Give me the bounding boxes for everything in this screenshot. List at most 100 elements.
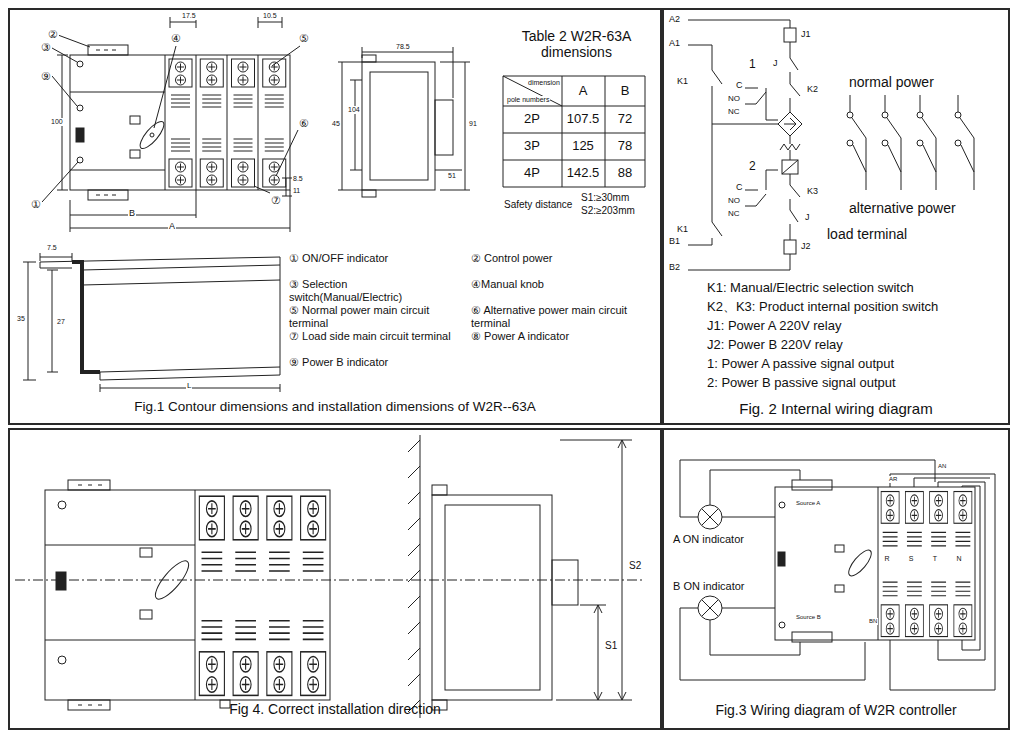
part-list-item: ④Manual knob — [470, 278, 652, 291]
wiring-label: AN — [937, 463, 947, 470]
fig1-drawing-part — [136, 118, 167, 152]
fig1-drawing-part — [40, 257, 280, 380]
wiring-label: normal power — [848, 74, 935, 90]
table-cell: 125 — [571, 139, 595, 154]
note-text: S1:≥30mm — [580, 192, 630, 204]
fig2-wiring-part — [790, 150, 791, 160]
figure-panel: Fig 4. Correct installation direction — [8, 428, 662, 730]
wiring-label: 1 — [748, 58, 757, 72]
dimension-text: L — [186, 381, 192, 390]
wiring-label: J — [772, 58, 779, 68]
table-cell: 2P — [523, 112, 541, 127]
fig1-drawing-part — [130, 116, 140, 124]
fig2-wiring-part — [955, 140, 961, 146]
fig4-drawing-part — [432, 485, 447, 495]
fig4-drawing-part — [15, 580, 645, 581]
fig3-wiring-part — [835, 545, 844, 552]
fig2-wiring-part — [784, 118, 796, 144]
fig1-drawing-part — [362, 190, 376, 197]
fig3-wiring-part — [835, 585, 844, 592]
fig4-drawing-part — [45, 490, 330, 700]
dimension-text: 8.5 — [292, 175, 304, 183]
dimension-text: 78.5 — [395, 43, 411, 51]
callout-number: ④ — [170, 32, 182, 45]
fig3-wiring-part — [702, 600, 718, 616]
fig4-drawing-part — [78, 485, 102, 705]
fig4-drawing-part — [445, 505, 540, 690]
table-cell: 72 — [617, 112, 633, 127]
wiring-label: K2 — [806, 84, 819, 94]
dimension-text: 91 — [468, 120, 478, 128]
callout-number: ⑤ — [298, 32, 310, 45]
table-cell: 78 — [617, 139, 633, 154]
figure-panel: Fig.3 Wiring diagram of W2R controller — [662, 428, 1010, 730]
wiring-label: A2 — [668, 14, 681, 24]
note-text: J2: Power B 220V relay — [706, 338, 844, 353]
fig2-wiring — [688, 20, 974, 270]
table-cell: A — [578, 84, 589, 99]
fig1-drawing-part — [70, 55, 258, 190]
wiring-label: J2 — [800, 241, 812, 251]
fig2-wiring-part — [882, 140, 888, 146]
fig3-wiring-part — [905, 492, 923, 637]
fig3-wiring-part — [680, 608, 865, 680]
wiring-label: NO — [727, 94, 741, 103]
dimension-text: S1 — [604, 640, 618, 652]
fig3-wiring-part — [698, 596, 722, 620]
table-cell: dimension — [527, 79, 561, 87]
fig1-drawing-part — [370, 72, 428, 180]
part-list-item: ③ Selection switch(Manual/Electric) — [288, 278, 462, 303]
fig1-drawing-part — [169, 59, 192, 187]
note-text: J1: Power A 220V relay — [706, 319, 842, 334]
wiring-label: C — [735, 80, 744, 90]
callout-number: ③ — [40, 41, 52, 54]
fig4-drawing-part — [199, 496, 224, 695]
fig3-wiring-part — [930, 492, 948, 637]
fig3-wiring-part — [779, 622, 785, 628]
fig1-drawing-part — [362, 55, 376, 62]
wiring-label: K3 — [806, 186, 819, 196]
dimension-text: B — [128, 208, 136, 218]
wiring-label: J — [804, 212, 811, 222]
fig3-wiring-part — [680, 460, 935, 517]
wiring-label: Source A — [795, 500, 821, 507]
fig2-wiring-part — [882, 112, 888, 118]
fig1-drawing-part — [23, 253, 280, 392]
note-text: 2: Power B passive signal output — [706, 376, 897, 391]
wiring-label: S — [908, 555, 915, 563]
dimension-text: 17.5 — [181, 12, 197, 20]
wiring-label: 2 — [748, 160, 757, 174]
fig1-drawing-part — [435, 100, 453, 155]
wiring-label: B2 — [668, 262, 681, 272]
fig2-wiring-part — [790, 42, 800, 112]
fig1-drawing-part — [232, 59, 255, 187]
fig4-drawing-part — [220, 700, 230, 708]
part-list-item: ① ON/OFF indicator — [288, 252, 462, 265]
wiring-label: load terminal — [826, 226, 908, 242]
fig1-drawing-part — [362, 62, 435, 190]
fig1-drawing-part — [77, 61, 83, 67]
fig1-drawing-part — [72, 262, 100, 372]
wiring-label: NO — [727, 196, 741, 205]
fig1-drawing-part — [76, 128, 84, 142]
part-list-item: ⑨ Power B indicator — [288, 356, 462, 369]
note-text: S2:≥203mm — [580, 205, 636, 217]
callout-number: ⑦ — [270, 194, 282, 207]
dimension-text: 7.5 — [46, 244, 58, 252]
wiring-label: T — [932, 555, 938, 563]
table-cell: Table 2 W2R-63A dimensions — [503, 28, 650, 60]
fig2-wiring-part — [784, 28, 796, 42]
wiring-label: N — [955, 555, 962, 563]
fig2-wiring-part — [955, 112, 961, 118]
fig4-drawing — [15, 435, 645, 718]
part-list-item: ⑥ Alternative power main circuit termina… — [470, 304, 652, 329]
fig3-wiring-part — [702, 509, 718, 525]
fig3-wiring-part — [890, 474, 995, 690]
note-text: B ON indicator — [672, 580, 746, 593]
fig2-wiring-part — [917, 112, 923, 118]
table-cell: 107.5 — [566, 112, 601, 127]
note-text: K2、K3: Product internal position switch — [706, 300, 939, 315]
wiring-label: A1 — [668, 38, 681, 48]
fig2-wiring-part — [850, 95, 958, 112]
dimension-text: 51 — [447, 172, 457, 180]
